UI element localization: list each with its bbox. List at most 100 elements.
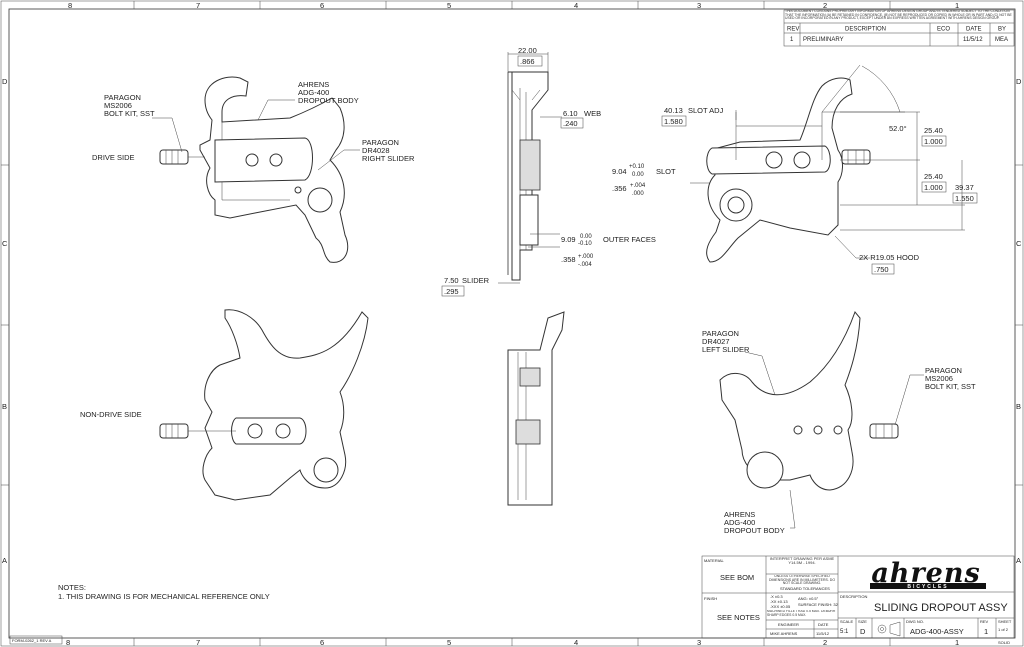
label-ahrens-body: DROPOUT BODY (298, 96, 359, 105)
dropout-body-nondrive (202, 309, 369, 501)
tb-tol-xx: .XX ±0.13 (770, 599, 788, 604)
dim-hood-in: .750 (874, 265, 889, 274)
row-labels: D C B A D C B A (2, 77, 1022, 565)
dim-d2-mm: 25.40 (924, 172, 943, 181)
by-header: BY (998, 27, 1006, 33)
form-id: FORM-0262_1 REV A (12, 638, 52, 643)
col-label: 8 (66, 638, 70, 647)
tb-sheet-label: SHEET (998, 619, 1012, 624)
tb-sheet: 1 of 2 (998, 627, 1009, 632)
label-right-slider: PARAGON (362, 138, 399, 147)
label-ahrens-body-bottom: AHRENS (724, 510, 755, 519)
dim-slot-label: SLOT (656, 167, 676, 176)
row-label: A (2, 556, 7, 565)
label-paragon-bolt: MS2006 (104, 101, 132, 110)
rev-header: REV (787, 27, 799, 33)
dim-slot-tol: +0.10 (629, 164, 645, 170)
tb-engineer: MIKE AHRENS (770, 631, 798, 636)
label-left-slider: PARAGON (702, 329, 739, 338)
dim-outer-tol: 0.00 (580, 234, 592, 240)
dim-slot-in: .356 (612, 184, 627, 193)
tb-size-label: SIZE (858, 619, 867, 624)
label-left-slider: DR4027 (702, 337, 730, 346)
row-label: A (1016, 556, 1021, 565)
tb-material-value: SEE BOM (720, 573, 754, 582)
label-left-slider: LEFT SLIDER (702, 345, 750, 354)
row-label: D (1016, 77, 1022, 86)
label-drive-side: DRIVE SIDE (92, 153, 135, 162)
row-label: B (1016, 402, 1021, 411)
notes-heading: NOTES: (58, 583, 86, 592)
tb-size: D (860, 627, 866, 636)
side-section-view (498, 52, 562, 284)
col-label: 4 (574, 1, 578, 10)
tb-date-label: DATE (818, 622, 829, 627)
col-label: 3 (697, 638, 701, 647)
dim-d3-mm: 39.37 (955, 183, 974, 192)
rev-date: 11/5/12 (963, 37, 983, 43)
dim-angle: 52.0° (889, 124, 907, 133)
dim-slider-in: .295 (444, 287, 459, 296)
dim-slot-tol: 0.00 (632, 172, 644, 178)
dim-slot-mm: 9.04 (612, 167, 627, 176)
tb-tol-xxx: .XXX ±0.05 (770, 604, 791, 609)
label-paragon-bolt: PARAGON (104, 93, 141, 102)
non-drive-side-view (159, 309, 369, 501)
dim-outer-tol-in: +.000 (578, 254, 594, 260)
drive-side-view (152, 76, 360, 263)
col-label: 8 (68, 1, 72, 10)
projection-symbol-icon (877, 621, 901, 637)
right-slider (214, 137, 313, 183)
dropout-body-left (719, 311, 861, 491)
title-block (701, 555, 1015, 639)
dim-slot-adj-in: 1.580 (664, 117, 683, 126)
form-id-box (9, 635, 63, 645)
label-paragon-bolt-bottom: BOLT KIT, SST (925, 382, 976, 391)
tb-dwg-no: ADG-400-ASSY (910, 627, 964, 636)
label-ahrens-body-bottom: DROPOUT BODY (724, 526, 785, 535)
dim-web-mm: 6.10 (563, 109, 578, 118)
dim-web-in-box (560, 117, 584, 129)
dim-slider-label: SLIDER (462, 276, 490, 285)
description-header: DESCRIPTION (845, 27, 886, 33)
tb-scale-label: SCALE (840, 619, 853, 624)
dim-slot-adj-label: SLOT ADJ (688, 106, 724, 115)
tb-date: 11/5/12 (816, 631, 830, 636)
col-label: 7 (196, 638, 200, 647)
dim-d2-in-box (921, 181, 947, 193)
slider-nondrive (231, 417, 307, 445)
bolt-kit-nondrive (159, 423, 189, 439)
row-label: B (2, 402, 7, 411)
dim-outer-label: OUTER FACES (603, 235, 656, 244)
ahrens-logo: ahrens BICYCLES (870, 558, 986, 590)
col-label: 5 (447, 638, 451, 647)
tb-machine-note: MACHINED FILLET RAD 0.5 MAX. DEBURR SHAR… (767, 610, 836, 617)
col-label: 7 (196, 1, 200, 10)
dim-slider-in-box (441, 285, 465, 297)
dim-outer-mm: 9.09 (561, 235, 576, 244)
tb-material-label: MATERIAL (704, 558, 724, 563)
label-non-drive-side: NON-DRIVE SIDE (80, 410, 142, 419)
dim-outer-tol: -0.10 (578, 241, 592, 247)
dim-d1-in: 1.000 (924, 137, 943, 146)
top-column-labels: 8 7 6 5 4 3 2 1 (68, 1, 959, 10)
dim-hood-in-box (871, 263, 895, 275)
dim-width-mm: 22.00 (518, 46, 537, 55)
label-right-slider: RIGHT SLIDER (362, 154, 415, 163)
tb-interpret: INTERPRET DRAWING PER ASME Y14.5M - 1994… (769, 557, 835, 566)
dim-slot-tol-in: .000 (632, 191, 644, 197)
dim-d3-in: 1.550 (955, 194, 974, 203)
eco-header: ECO (937, 27, 950, 33)
tb-solid: SOLID (998, 640, 1010, 645)
rev-description: PRELIMINARY (803, 37, 844, 43)
row-label: C (1016, 239, 1022, 248)
tb-dwg-label: DWG NO. (906, 619, 924, 624)
dim-d1-mm: 25.40 (924, 126, 943, 135)
col-label: 1 (955, 638, 959, 647)
dim-web-label: WEB (584, 109, 601, 118)
bolt-kit-drive (159, 149, 189, 165)
dim-web-in: .240 (563, 119, 578, 128)
tb-standard-tol: STANDARD TOLERANCES (780, 586, 830, 591)
dim-outer-tol-in: -.004 (578, 262, 592, 268)
bottom-column-labels: 8 7 6 5 4 3 2 1 (66, 638, 959, 647)
